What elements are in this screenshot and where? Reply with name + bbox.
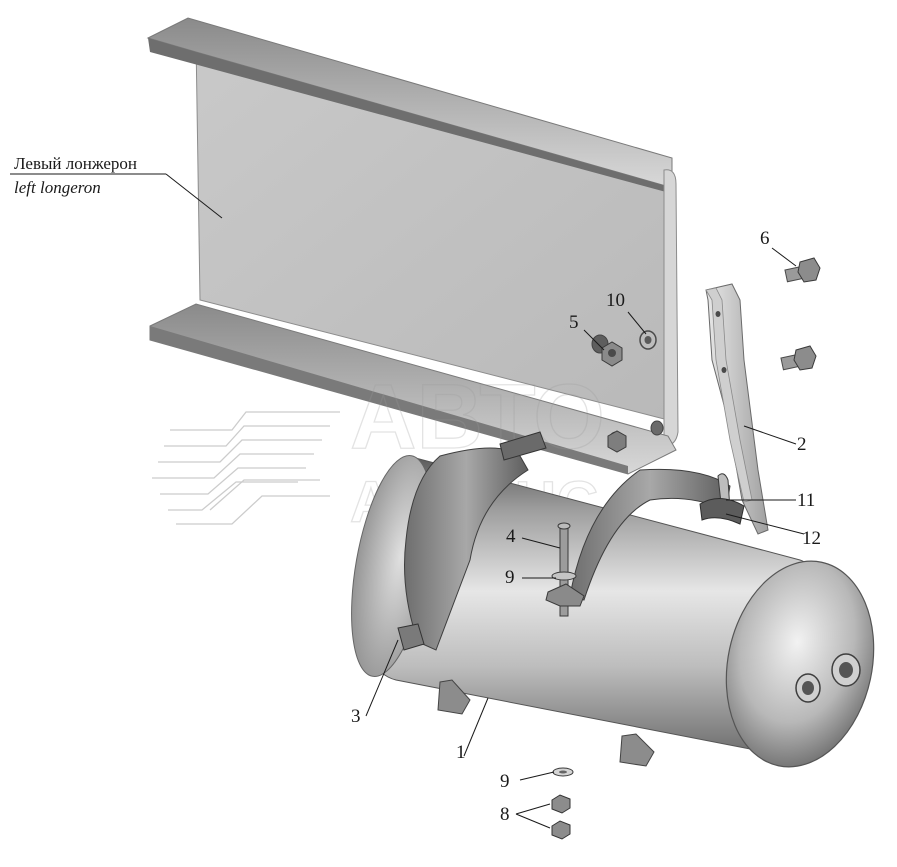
washer-9-upper: [551, 571, 577, 581]
stud-4: [545, 522, 585, 617]
callout-2: 2: [797, 434, 807, 455]
callout-6: 6: [760, 228, 770, 249]
washer-9-lower: [552, 767, 574, 777]
clamp-band-right: [569, 468, 731, 601]
callout-5: 5: [569, 312, 579, 333]
clamp-band-3: [397, 431, 547, 651]
tank-port-upper: [831, 653, 861, 687]
callout-4: 4: [506, 526, 516, 547]
clip-12: [699, 498, 745, 525]
bracket-2: [705, 283, 769, 535]
callout-10: 10: [606, 290, 625, 311]
callout-9-lower: 9: [500, 771, 510, 792]
bolt-6-lower: [780, 345, 817, 371]
tank-port-lower: [795, 673, 821, 703]
callout-9-upper: 9: [505, 567, 515, 588]
longeron-label-en: left longeron: [14, 178, 101, 197]
washer-10: [639, 330, 657, 350]
nut-8-upper: [551, 794, 571, 814]
nut-5: [601, 341, 623, 367]
leader-lines: [10, 173, 805, 829]
longeron-label-ru: Левый лонжерон: [14, 154, 137, 173]
callout-12: 12: [802, 528, 821, 549]
nut-5-lower: [607, 430, 627, 453]
callout-11: 11: [797, 490, 815, 511]
nut-8-lower: [551, 820, 571, 840]
bolt-6-upper: [784, 257, 821, 283]
callout-8: 8: [500, 804, 510, 825]
callout-1: 1: [456, 742, 466, 763]
left-longeron-rail: [146, 17, 679, 475]
callout-3: 3: [351, 706, 361, 727]
